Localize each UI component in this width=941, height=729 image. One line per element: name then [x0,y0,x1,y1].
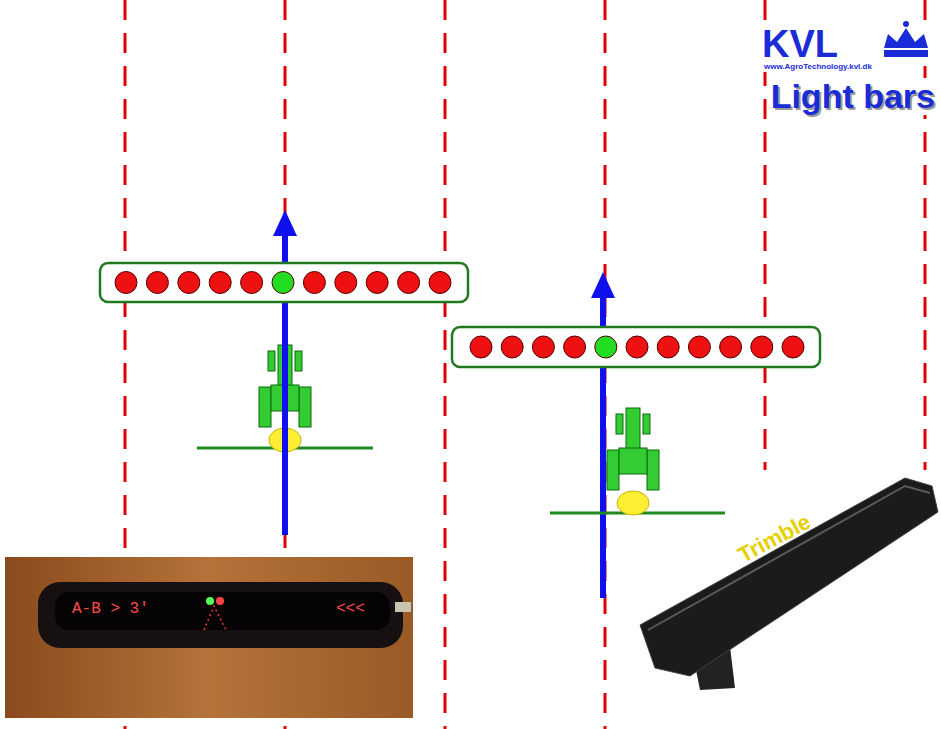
logo-text: KVL [760,24,840,66]
display-arrows: <<< [336,601,365,619]
display-text: A-B > 3' [72,601,149,619]
swath-line [444,0,447,729]
tractor [550,408,725,515]
swath-line [924,0,927,470]
crown-logo [880,21,932,62]
heading-arrow [273,210,297,535]
light-bar [452,327,820,367]
heading-arrow [591,272,615,598]
trimble-light-bar [640,478,938,690]
web-address: www.AgroTechnology.kvl.dk [762,63,874,72]
light-bar [100,263,468,302]
led-display-photo [5,557,413,718]
page-title: Light bars [769,78,937,115]
